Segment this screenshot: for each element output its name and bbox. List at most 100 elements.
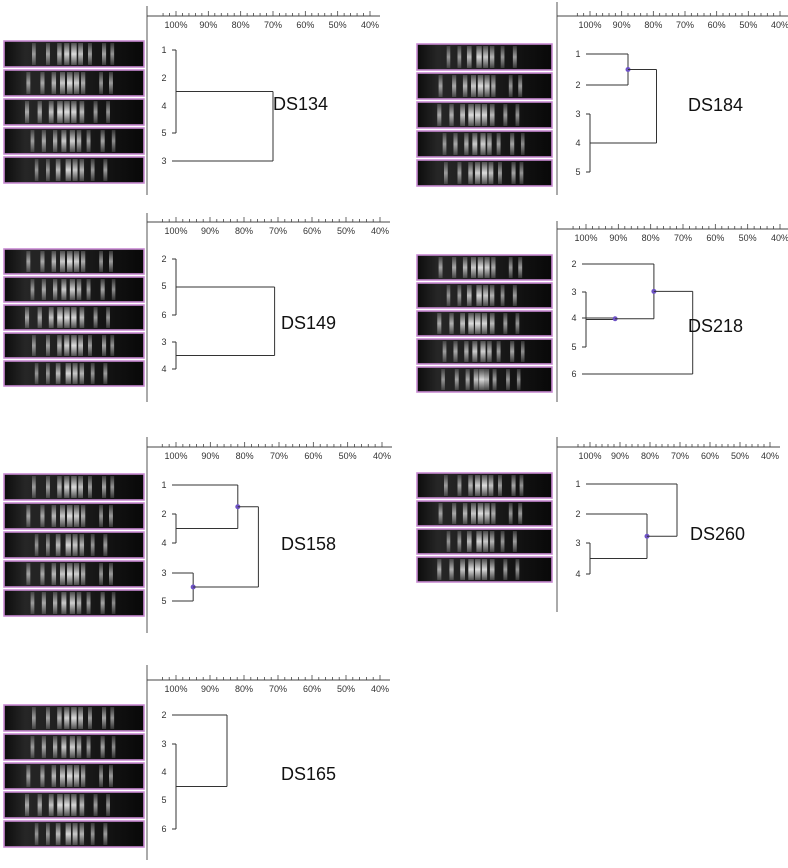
gel-band: [67, 563, 73, 585]
gel-band: [110, 476, 115, 498]
gel-band: [25, 101, 30, 123]
gel-band: [441, 369, 445, 390]
gel-band: [34, 534, 39, 556]
gel-band: [74, 72, 80, 94]
gel-band: [475, 559, 481, 580]
gel-band: [57, 794, 63, 816]
gel-band: [479, 369, 485, 390]
gel-band: [446, 46, 451, 68]
gel-band: [37, 101, 42, 123]
gel-lane: [416, 159, 553, 187]
gel-band: [102, 335, 107, 356]
gel-band: [475, 475, 481, 496]
gel-band: [491, 75, 496, 97]
gel-band: [81, 505, 86, 527]
leaf-label: 3: [575, 538, 580, 548]
gel-band: [468, 104, 474, 126]
scale-tick-label: 40%: [771, 20, 788, 30]
gel-band: [110, 335, 115, 356]
gel-band: [67, 251, 73, 272]
scale-tick-label: 80%: [232, 20, 250, 30]
gel-band: [37, 307, 42, 328]
gel-band: [34, 823, 39, 845]
gel-band: [438, 257, 443, 278]
gel-band: [481, 104, 488, 126]
leaf-label: 4: [161, 538, 166, 548]
gel-band: [26, 505, 31, 527]
gel-band: [476, 285, 482, 306]
scale-tick-label: 90%: [201, 684, 219, 694]
gel-lane: [3, 531, 145, 559]
gel-band: [498, 475, 502, 496]
gel-band: [60, 251, 65, 272]
gel-band: [111, 279, 116, 300]
leaf-label: 3: [161, 568, 166, 578]
gel-band: [519, 475, 524, 496]
gel-band: [86, 130, 91, 152]
gel-band: [90, 363, 95, 384]
gel-lane: [3, 820, 145, 848]
gel-band: [61, 130, 67, 152]
gel-band: [111, 592, 116, 614]
gel-lane: [416, 310, 553, 337]
leaf-label: 5: [161, 596, 166, 606]
leaf-label: 2: [161, 710, 166, 720]
gel-band: [492, 369, 497, 390]
leaf-label: 3: [571, 287, 576, 297]
gel-lane: [416, 472, 553, 499]
gel-band: [46, 159, 50, 181]
gel-band: [466, 531, 472, 552]
gel-lane: [3, 127, 145, 155]
gel-band: [520, 341, 525, 362]
gel-band: [452, 257, 457, 278]
gel-band: [453, 341, 458, 362]
scale-tick-label: 60%: [303, 684, 321, 694]
gel-band: [438, 503, 443, 524]
gel-band: [442, 341, 447, 362]
gel-band: [53, 130, 58, 152]
gel-band: [489, 531, 495, 552]
scale-tick-label: 60%: [296, 20, 314, 30]
scale-tick-label: 100%: [578, 20, 601, 30]
gel-band: [57, 43, 62, 65]
gel-band: [88, 43, 92, 65]
gel-band: [40, 72, 45, 94]
gel-band: [69, 592, 75, 614]
scale-tick-label: 70%: [269, 226, 287, 236]
gel-band: [500, 285, 505, 306]
gel-band: [444, 162, 448, 184]
gel-band: [475, 104, 481, 126]
gel-band: [65, 534, 71, 556]
leaf-label: 4: [161, 101, 166, 111]
gel-band: [26, 765, 31, 787]
gel-band: [518, 75, 523, 97]
gel-band: [61, 592, 67, 614]
gel-band: [64, 307, 70, 328]
gel-band: [480, 341, 486, 362]
gel-band: [491, 503, 496, 524]
gel-band: [69, 736, 75, 758]
gel-band: [99, 505, 103, 527]
gel-lane: [3, 40, 145, 68]
scale-tick-label: 40%: [373, 451, 391, 461]
similarity-scale: 100%90%80%70%60%50%40%: [557, 11, 788, 30]
gel-band: [99, 563, 103, 585]
gel-band: [41, 130, 46, 152]
panel-title: DS184: [688, 95, 743, 115]
gel-band: [72, 363, 78, 384]
leaf-label: 5: [161, 128, 166, 138]
scale-tick-label: 40%: [761, 451, 779, 461]
gel-band: [518, 503, 523, 524]
leaf-label: 2: [161, 254, 166, 264]
gel-band: [60, 765, 65, 787]
leaf-label: 5: [575, 167, 580, 177]
gel-band: [103, 534, 108, 556]
gel-image: [3, 248, 145, 387]
scale-tick-label: 70%: [676, 20, 694, 30]
panel-title: DS165: [281, 764, 336, 784]
leaf-label: 3: [161, 337, 166, 347]
